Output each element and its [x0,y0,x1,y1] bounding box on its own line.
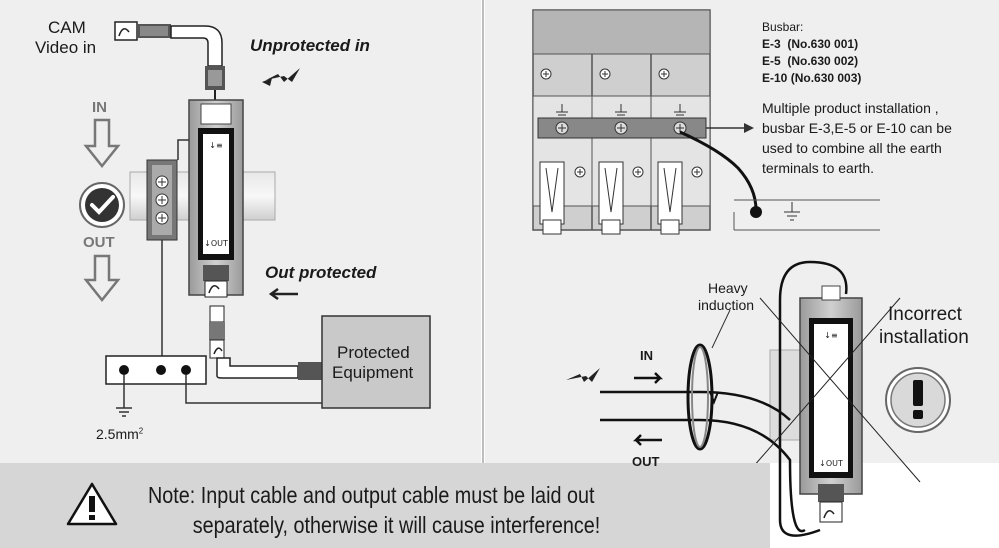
ground-wire-top [177,139,189,160]
induction-leader [711,309,731,349]
note-text: Note: Input cable and output cable must … [148,480,600,540]
earth-symbol-icon [116,375,132,417]
svg-text:↓≡: ↓≡ [824,331,837,340]
cross-line-2 [759,297,921,483]
equipment-ground-wire [185,375,322,404]
svg-text:↓OUT: ↓OUT [204,239,228,248]
cross-line-1 [739,297,901,483]
installation-label: installation [879,327,969,348]
in-small-arrow-icon [634,372,664,384]
wire-size-label: 2.5mm2 [96,426,144,442]
earth-wire [679,130,758,211]
out-label: OUT [83,234,115,251]
heavy-label: Heavy [708,280,748,296]
svg-text:↓OUT: ↓OUT [819,459,843,468]
lightning-icon-2 [566,368,600,382]
busbar-desc-2: busbar E-3,E-5 or E-10 can be [762,120,952,136]
rail-segment [769,349,801,441]
video-in-label: Video in [35,38,97,57]
equipment-label-1: Protected [337,343,410,362]
breaker-screws [540,68,703,178]
output-connector [209,305,322,380]
warning-triangle-icon [66,482,118,526]
busbar-model-1: E-3 (No.630 001) [762,37,859,51]
lightning-arrow-icon [262,78,272,86]
protector-unit-incorrect: ↓≡ ↓OUT [799,285,863,523]
out-arrow-icon [83,254,121,303]
breaker-terminals [539,161,683,235]
equipment-label-2: Equipment [332,363,414,382]
pointer-arrow-icon [744,123,754,133]
busbar-title: Busbar: [762,20,804,34]
earth-wire-end [750,206,762,218]
exclamation-icon [885,367,951,433]
in-label: IN [92,99,107,116]
in-label-right: IN [640,348,653,363]
in-arrow-icon [83,118,121,169]
protector-unit: ↓≡ ↓OUT [188,99,244,298]
incorrect-label: Incorrect [888,304,962,325]
check-icon [79,182,125,228]
out-small-arrow-icon [632,434,662,446]
lightning-icon [266,68,300,82]
cam-connector [114,21,225,102]
input-cable [600,390,791,421]
earth-ground-icon [784,202,800,221]
induction-ring [686,343,719,451]
earth-marks [556,104,686,119]
note-band [0,463,770,548]
busbar-model-2: E-5 (No.630 002) [762,54,859,68]
out-protected-label: Out protected [265,263,377,282]
induction-label: induction [698,297,755,313]
output-cable [600,418,806,533]
busbar-screws [555,121,687,135]
busbar-model-3: E-10 (No.630 003) [762,71,862,85]
busbar-desc-1: Multiple product installation , [762,100,939,116]
device-cable-loop [778,260,848,537]
out-protected-arrow-icon [268,287,298,301]
note-line-1: Note: Input cable and output cable must … [148,482,595,508]
unprotected-in-label: Unprotected in [250,36,370,55]
note-line-2: separately, otherwise it will cause inte… [192,512,601,538]
busbar-desc-3: used to combine all the earth [762,140,942,156]
ground-terminal [105,355,207,385]
out-label-right: OUT [632,454,660,469]
busbar-desc-4: terminals to earth. [762,160,875,176]
earth-clamp [146,159,178,241]
cam-label: CAM [48,18,86,37]
protected-equipment [321,315,431,409]
svg-text:↓≡: ↓≡ [209,141,222,150]
